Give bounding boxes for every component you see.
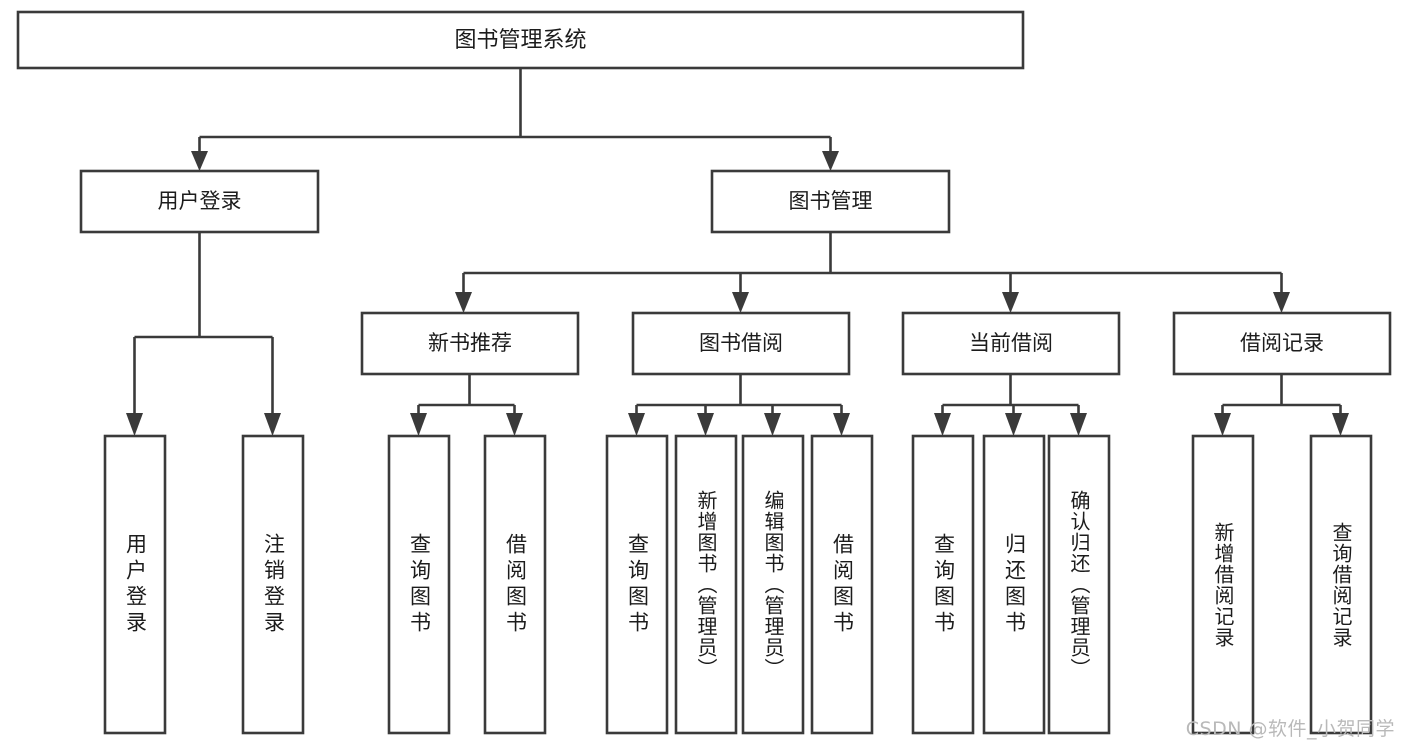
- node-leaf-add-record-box[interactable]: [1191, 434, 1255, 735]
- node-user-login-box[interactable]: [79, 169, 320, 234]
- arrow-nb-leaf-2: [506, 413, 523, 436]
- node-leaf-borrow-book-1-box[interactable]: [483, 434, 547, 735]
- node-book-manage-box[interactable]: [710, 169, 951, 234]
- arrow-nb-leaf-1: [410, 413, 427, 436]
- node-leaf-add-book-box[interactable]: [674, 434, 738, 735]
- arrow-br-leaf-1: [1214, 413, 1231, 436]
- node-new-book-recommend-label: 新书推荐: [428, 331, 512, 355]
- arrow-user-login-leaf-1: [126, 413, 143, 436]
- node-user-login-label: 用户登录: [158, 189, 242, 213]
- arrow-root-to-book-manage: [822, 151, 839, 171]
- arrow-bb-leaf-4: [833, 413, 850, 436]
- node-leaf-return-book-box[interactable]: [982, 434, 1046, 735]
- node-leaf-query-book-2-box[interactable]: [605, 434, 669, 735]
- arrow-bb-leaf-2: [697, 413, 714, 436]
- node-new-book-recommend-box[interactable]: [360, 311, 580, 376]
- node-leaf-query-book-1-box[interactable]: [387, 434, 451, 735]
- node-book-borrow-box[interactable]: [631, 311, 851, 376]
- arrow-root-to-user-login: [191, 151, 208, 171]
- arrow-cb-leaf-3: [1070, 413, 1087, 436]
- arrow-user-login-leaf-2: [264, 413, 281, 436]
- arrow-bm-to-current-borrow: [1002, 292, 1019, 313]
- node-book-manage-label: 图书管理: [789, 189, 873, 213]
- arrow-bb-leaf-3: [764, 413, 781, 436]
- node-borrow-record-box[interactable]: [1172, 311, 1392, 376]
- arrow-bb-leaf-1: [628, 413, 645, 436]
- arrow-bm-to-borrow-record: [1273, 292, 1290, 313]
- node-borrow-record-label: 借阅记录: [1240, 331, 1324, 355]
- arrow-bm-to-book-borrow: [732, 292, 749, 313]
- node-leaf-confirm-return-box[interactable]: [1047, 434, 1111, 735]
- node-leaf-user-logout-box[interactable]: [241, 434, 305, 735]
- node-root-box[interactable]: [16, 10, 1025, 70]
- node-root-label: 图书管理系统: [454, 28, 586, 53]
- node-book-borrow-label: 图书借阅: [699, 331, 783, 355]
- node-current-borrow-box[interactable]: [901, 311, 1121, 376]
- node-current-borrow-label: 当前借阅: [969, 331, 1053, 355]
- arrow-cb-leaf-2: [1005, 413, 1022, 436]
- node-leaf-edit-book-box[interactable]: [741, 434, 805, 735]
- node-leaf-query-record-box[interactable]: [1309, 434, 1373, 735]
- node-leaf-query-book-3-box[interactable]: [911, 434, 975, 735]
- arrow-cb-leaf-1: [934, 413, 951, 436]
- node-leaf-borrow-book-2-box[interactable]: [810, 434, 874, 735]
- node-leaf-user-login-box[interactable]: [103, 434, 167, 735]
- arrow-br-leaf-2: [1332, 413, 1349, 436]
- arrow-bm-to-new-book: [455, 292, 472, 313]
- csdn-watermark: CSDN @软件_小贺同学: [1185, 718, 1395, 740]
